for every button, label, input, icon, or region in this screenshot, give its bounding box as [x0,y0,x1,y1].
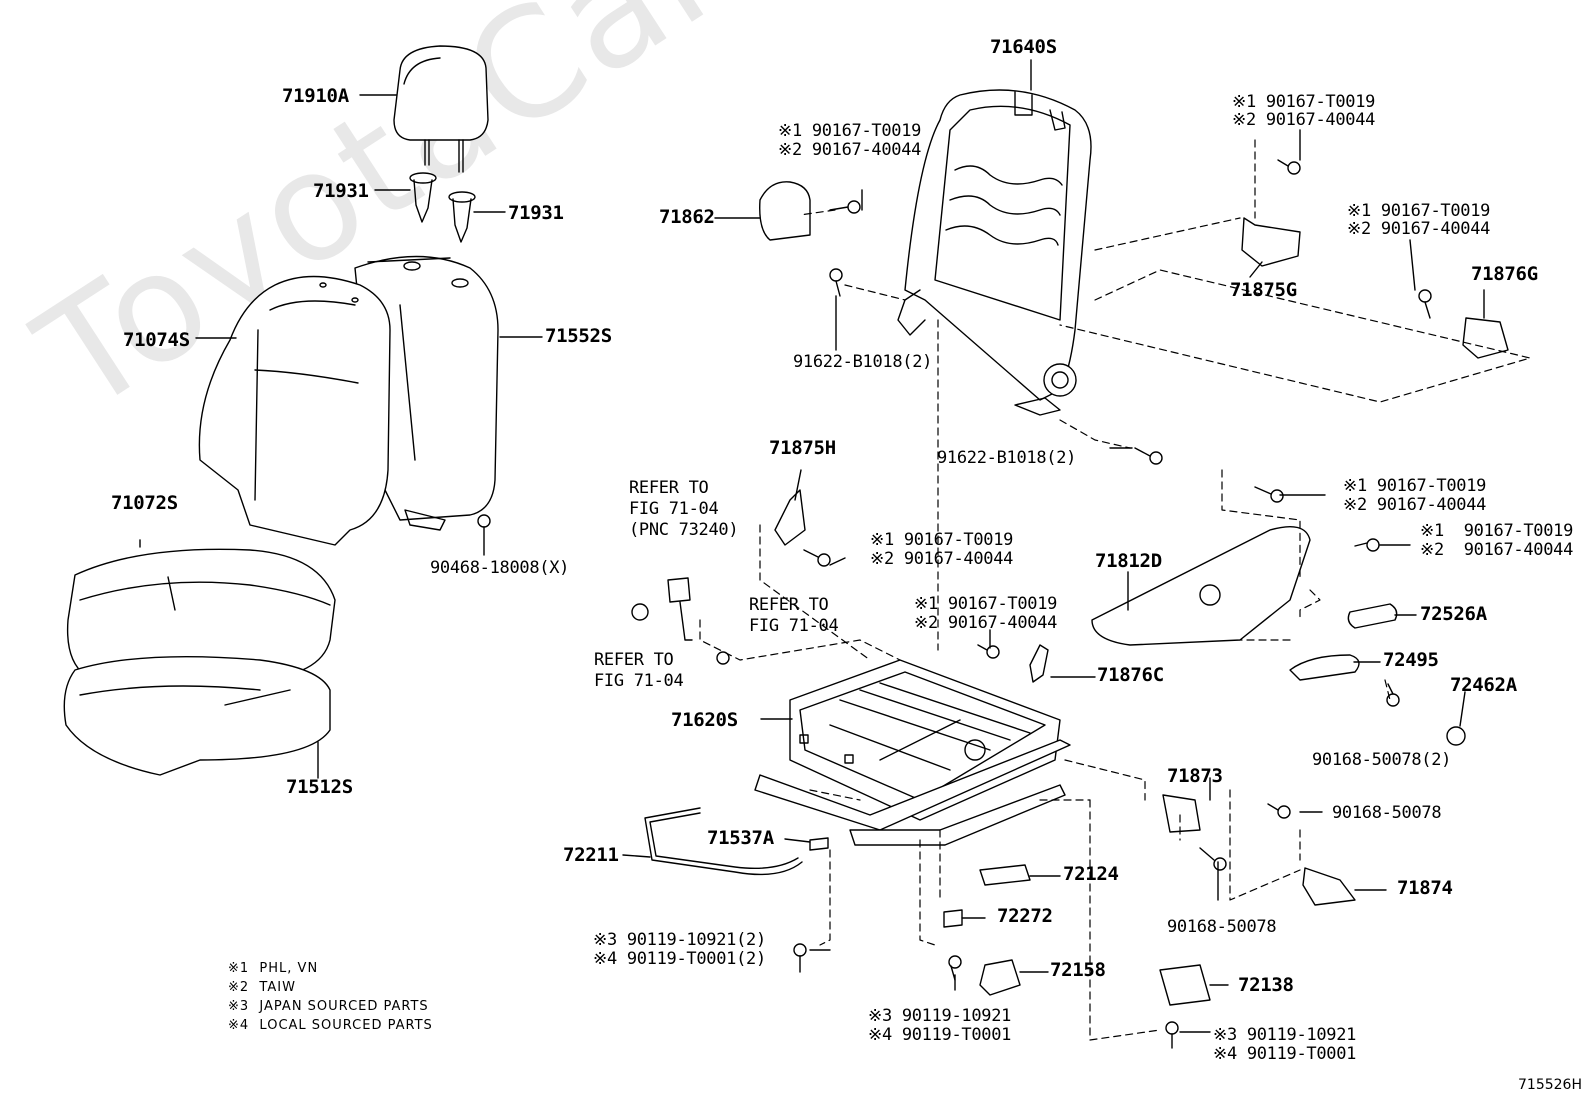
part-71537A-label[interactable]: 71537A [707,827,774,849]
callout-f-line1[interactable]: ※1 90167-T0019 [1420,521,1574,541]
seat-frame-drawing [754,659,1071,846]
callout-h-line2[interactable]: ※4 90119-T0001(2) [593,949,766,969]
legend-note-2: ※2 TAIW [228,980,296,995]
callout-f-line2[interactable]: ※2 90167-40044 [1420,540,1574,560]
callout-a-line1[interactable]: ※1 90167-T0019 [778,121,922,141]
part-71074S-label[interactable]: 71074S [123,329,190,351]
small-parts-drawing [622,129,1509,1049]
seat-cushion-drawing [63,539,336,779]
diagram-code: 715526H [1518,1077,1582,1093]
callout-b-line1[interactable]: ※1 90167-T0019 [1232,92,1376,112]
callout-c-line2[interactable]: ※2 90167-40044 [1347,219,1491,239]
part-71620S-label[interactable]: 71620S [671,709,738,731]
part-71875G-label[interactable]: 71875G [1230,279,1297,301]
callout-d-line2[interactable]: ※2 90167-40044 [1343,495,1487,515]
part-72272-label[interactable]: 72272 [997,905,1053,927]
refer-note-1-line1: REFER TO [629,478,709,498]
part-71876G-label[interactable]: 71876G [1471,263,1538,285]
part-71862-label[interactable]: 71862 [659,206,715,228]
seatback-frame-drawing [897,59,1092,416]
part-72526A-label[interactable]: 72526A [1420,603,1487,625]
part-71876C-label[interactable]: 71876C [1097,664,1164,686]
part-71640S-label[interactable]: 71640S [990,36,1057,58]
part-91622-B1018-label-1[interactable]: 91622-B1018(2) [793,352,933,372]
part-91622-B1018-label-2[interactable]: 91622-B1018(2) [937,448,1077,468]
callout-e-line2[interactable]: ※2 90167-40044 [870,549,1014,569]
part-71931-label-left[interactable]: 71931 [313,180,369,202]
refer-note-2-line2: FIG 71-04 [749,616,839,636]
callout-j-line2[interactable]: ※4 90119-T0001 [1213,1044,1357,1064]
refer-note-3-line2: FIG 71-04 [594,671,684,691]
refer-note-3-line1: REFER TO [594,650,674,670]
refer-note-2-line1: REFER TO [749,595,829,615]
part-72124-label[interactable]: 72124 [1063,863,1119,885]
part-71874-label[interactable]: 71874 [1397,877,1453,899]
part-72138-label[interactable]: 72138 [1238,974,1294,996]
part-72495-label[interactable]: 72495 [1383,649,1439,671]
seatback-cover-drawing [195,255,543,546]
part-71512S-label[interactable]: 71512S [286,776,353,798]
assembly-lines [699,139,1531,1041]
headrest-support-drawing [374,172,506,243]
headrest-drawing [359,45,489,173]
legend-note-3: ※3 JAPAN SOURCED PARTS [228,999,429,1014]
part-72211-label[interactable]: 72211 [563,844,619,866]
part-71910A-label[interactable]: 71910A [282,85,349,107]
part-71072S-label[interactable]: 71072S [111,492,178,514]
callout-d-line1[interactable]: ※1 90167-T0019 [1343,476,1487,496]
part-71552S-label[interactable]: 71552S [545,325,612,347]
callout-h-line1[interactable]: ※3 90119-10921(2) [593,930,766,950]
part-90168-50078-2-label[interactable]: 90168-50078(2) [1312,750,1452,770]
part-90168-50078-label-bottom[interactable]: 90168-50078 [1167,917,1277,937]
part-90468-18008-label[interactable]: 90468-18008(X) [430,558,570,578]
callout-e-line1[interactable]: ※1 90167-T0019 [870,530,1014,550]
part-71931-label-right[interactable]: 71931 [508,202,564,224]
part-71812D-label[interactable]: 71812D [1095,550,1162,572]
callout-c-line1[interactable]: ※1 90167-T0019 [1347,201,1491,221]
callout-i-line1[interactable]: ※3 90119-10921 [868,1006,1012,1026]
callout-g-line2[interactable]: ※2 90167-40044 [914,613,1058,633]
part-90168-50078-label-right[interactable]: 90168-50078 [1332,803,1442,823]
legend-note-4: ※4 LOCAL SOURCED PARTS [228,1018,433,1033]
part-72158-label[interactable]: 72158 [1050,959,1106,981]
callout-j-line1[interactable]: ※3 90119-10921 [1213,1025,1357,1045]
part-72462A-label[interactable]: 72462A [1450,674,1517,696]
callout-i-line2[interactable]: ※4 90119-T0001 [868,1025,1012,1045]
callout-b-line2[interactable]: ※2 90167-40044 [1232,110,1376,130]
part-71873-label[interactable]: 71873 [1167,765,1223,787]
legend-note-1: ※1 PHL, VN [228,961,319,976]
clip-drawing [477,514,491,556]
callout-g-line1[interactable]: ※1 90167-T0019 [914,594,1058,614]
refer-note-1-line2: FIG 71-04 [629,499,719,519]
refer-note-1-line3: (PNC 73240) [629,520,739,540]
part-71875H-label[interactable]: 71875H [769,437,836,459]
callout-a-line2[interactable]: ※2 90167-40044 [778,140,922,160]
